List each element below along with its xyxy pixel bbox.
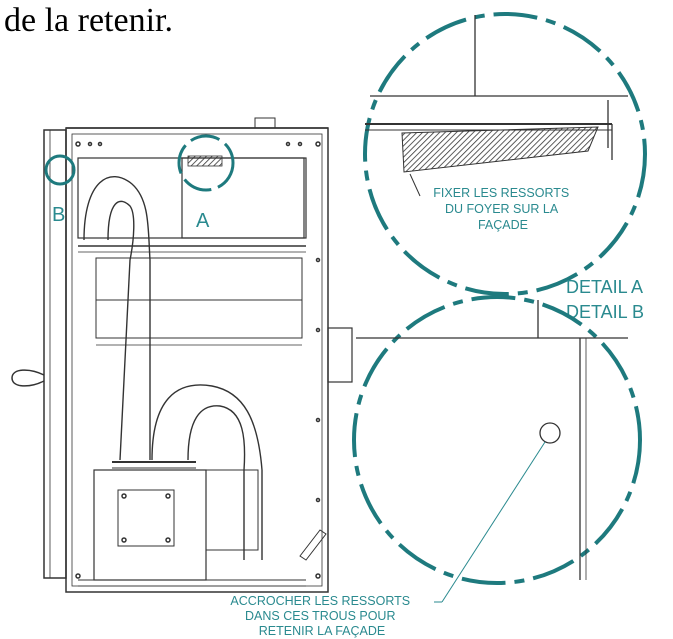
stove-cabinet — [65, 127, 329, 593]
leader-line — [441, 441, 546, 603]
marker-b: B — [52, 204, 65, 226]
lower-box — [93, 469, 207, 581]
top-box — [181, 157, 305, 239]
marker-a: A — [196, 210, 210, 232]
detail-b-label: DETAIL B — [566, 302, 644, 322]
callout-circle-a — [177, 134, 235, 192]
detail-b-view — [352, 295, 642, 603]
stove-body — [11, 117, 353, 593]
spring-hole — [539, 422, 561, 444]
front-door-panel — [43, 129, 67, 579]
note-hook-springs: ACCROCHER LES RESSORTS DANS CES TROUS PO… — [230, 594, 413, 638]
door-handle — [11, 369, 45, 387]
hose-left — [83, 176, 151, 460]
springs-hatch — [401, 126, 599, 173]
intro-text: de la retenir. — [4, 2, 173, 39]
hose-right — [151, 384, 263, 560]
detail-a-label: DETAIL A — [566, 277, 643, 297]
callout-circle-b — [44, 154, 76, 186]
note-fix-springs: FIXER LES RESSORTS DU FOYER SUR LA FAÇAD… — [433, 186, 572, 232]
detail-a-view — [363, 12, 647, 296]
